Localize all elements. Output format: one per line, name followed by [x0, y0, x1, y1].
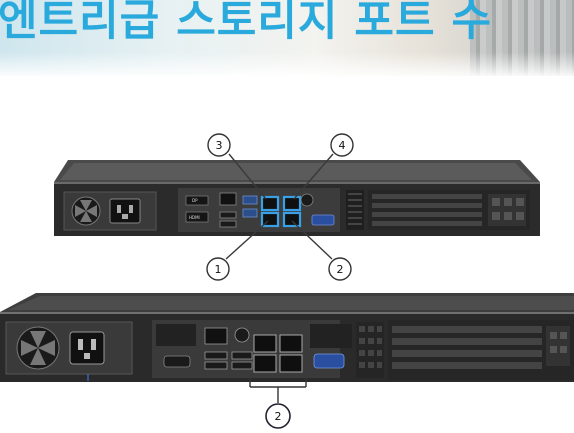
vent-grid	[346, 190, 364, 230]
callout-2: 2	[328, 257, 352, 281]
banner-title: 엔트리급 스토리지 포트 수	[0, 0, 493, 46]
callout-3: 3	[207, 133, 231, 157]
lan-port-3	[260, 195, 280, 212]
svg-text:2: 2	[337, 263, 344, 276]
svg-text:DP: DP	[192, 198, 198, 203]
header-banner: 엔트리급 스토리지 포트 수	[0, 0, 574, 76]
expansion-slots	[368, 190, 530, 230]
lan-port-2	[282, 211, 302, 228]
svg-text:1: 1	[215, 263, 222, 276]
ground-screw	[234, 327, 250, 343]
power-socket-icon	[109, 198, 141, 224]
mgmt-lan-port	[204, 327, 228, 345]
usb3-port	[242, 195, 258, 205]
mgmt-lan-port	[219, 192, 237, 206]
callout-1: 1	[206, 257, 230, 281]
usb-port	[219, 220, 237, 228]
vent-grid	[156, 324, 196, 346]
hdmi-port	[185, 211, 209, 223]
antenna-connector	[300, 193, 314, 207]
lan-port	[253, 334, 277, 353]
lan-port-4	[282, 195, 302, 212]
svg-text:4: 4	[339, 139, 346, 152]
server-rear-diagram: DP HDMI	[0, 133, 574, 429]
callout-lines-top	[225, 153, 334, 260]
vent-grid	[310, 322, 384, 378]
serial-port	[163, 355, 191, 368]
vga-port	[313, 353, 345, 369]
usb-port	[204, 351, 228, 360]
power-socket-icon	[69, 331, 105, 365]
lan-port	[279, 354, 303, 373]
lan-port	[279, 334, 303, 353]
callout-2-bottom: 2	[265, 403, 291, 429]
usb3-port	[242, 208, 258, 218]
dp-port	[185, 195, 209, 206]
usb-port	[219, 211, 237, 219]
usb-port	[231, 361, 253, 370]
usb-port	[204, 361, 228, 370]
bottom-server	[0, 293, 574, 382]
usb-port	[231, 351, 253, 360]
lan-port	[253, 354, 277, 373]
vga-port	[311, 214, 335, 226]
expansion-slots	[388, 320, 574, 380]
svg-text:HDMI: HDMI	[189, 215, 200, 220]
svg-text:3: 3	[216, 139, 223, 152]
callout-bracket	[249, 378, 307, 403]
callout-4: 4	[330, 133, 354, 157]
top-server: DP HDMI	[54, 160, 540, 236]
svg-text:2: 2	[275, 410, 282, 423]
